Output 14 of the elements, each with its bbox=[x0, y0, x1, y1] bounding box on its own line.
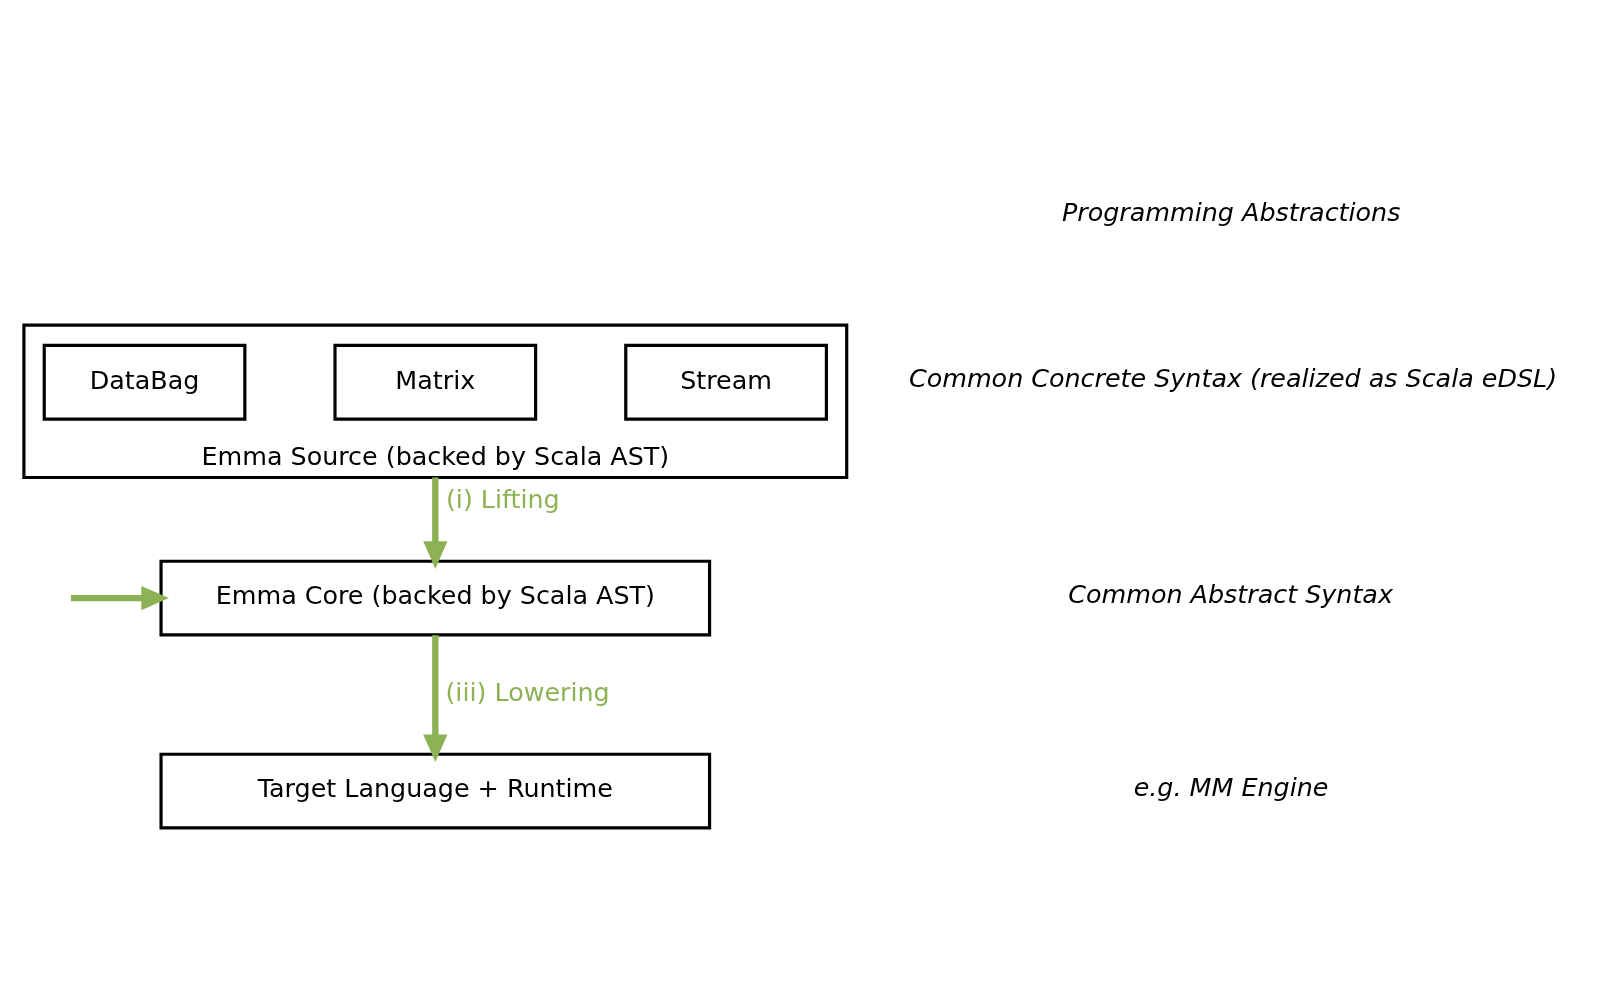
edge-label: (iii) Lowering bbox=[445, 676, 610, 707]
label: Programming Abstractions bbox=[1061, 196, 1401, 227]
edge-label: (i) Lifting bbox=[445, 483, 560, 514]
arrow bbox=[423, 635, 448, 763]
node-box: DataBag bbox=[42, 343, 247, 421]
node-box: Emma Core (backed by Scala AST) bbox=[159, 559, 712, 637]
arrow bbox=[423, 477, 448, 569]
label: Common Concrete Syntax (realized as Scala eDSL) bbox=[908, 363, 1558, 394]
node-box: Stream bbox=[624, 343, 828, 421]
label: Common Abstract Syntax bbox=[1068, 579, 1393, 610]
label: e.g. MM Engine bbox=[1133, 772, 1329, 803]
node-box: Target Language + Runtime bbox=[159, 752, 712, 830]
arrow bbox=[70, 586, 169, 611]
node-box: Matrix bbox=[333, 343, 538, 421]
